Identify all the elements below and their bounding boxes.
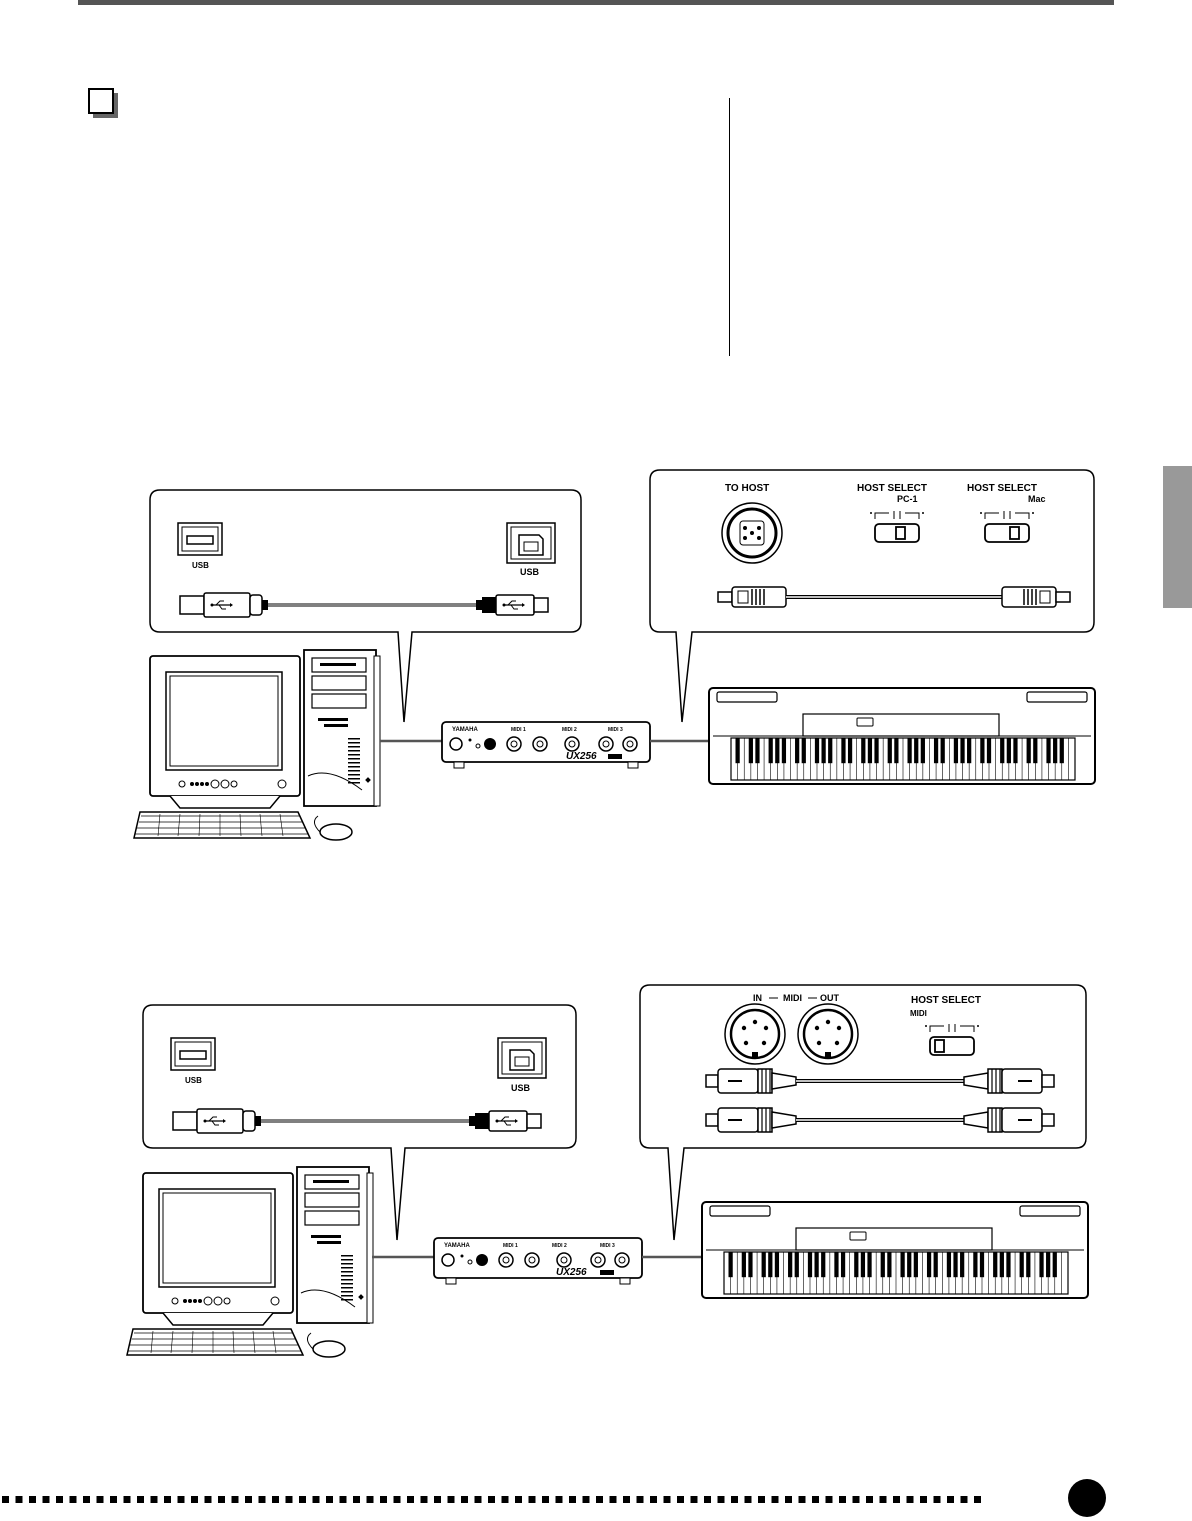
- footer-dotted-line: [2, 1496, 981, 1503]
- side-tab: [1163, 466, 1192, 608]
- diagram-2: USB USB IN MIDI OUT HOST SELECT MIDI YAM…: [126, 984, 1089, 1358]
- yamaha-logo-1: YAMAHA: [452, 727, 478, 733]
- midi1-label-1: MIDI 1: [511, 727, 526, 733]
- computer-1: [133, 649, 381, 841]
- host-select-label-1: HOST SELECT: [857, 483, 927, 494]
- mac-label: Mac: [1028, 494, 1046, 504]
- midi-out-label: OUT: [820, 993, 840, 1003]
- to-host-label: TO HOST: [725, 483, 769, 494]
- usb-a-port-2: [170, 1037, 216, 1071]
- ux256-label-1: UX256: [566, 751, 597, 762]
- usb-b-port-2: [497, 1037, 547, 1079]
- usb-a-label-2: USB: [185, 1076, 202, 1085]
- midi-out-jack: [796, 1002, 860, 1066]
- host-select-label-3: HOST SELECT: [911, 995, 981, 1006]
- column-divider: [729, 98, 730, 356]
- yamaha-logo-2: YAMAHA: [444, 1243, 470, 1249]
- host-select-label-2: HOST SELECT: [967, 483, 1037, 494]
- usb-b-label-2: USB: [511, 1083, 531, 1093]
- midi1-label-2: MIDI 1: [503, 1243, 518, 1249]
- digital-piano-1: [708, 687, 1096, 785]
- midi2-label-1: MIDI 2: [562, 727, 577, 733]
- usb-a-label: USB: [192, 561, 209, 570]
- midi-in-jack: [723, 1002, 787, 1066]
- pc1-label: PC-1: [897, 494, 918, 504]
- midi-label: MIDI: [783, 993, 802, 1003]
- usb-b-port: [506, 522, 556, 564]
- usb-a-port: [177, 522, 223, 556]
- digital-piano-2: [701, 1201, 1089, 1299]
- ux256-label-2: UX256: [556, 1267, 587, 1278]
- diagram-1: USB USB TO HOST HOST SELECT PC-1 HOST SE…: [133, 469, 1096, 841]
- midi3-label-1: MIDI 3: [608, 727, 623, 733]
- midi-switch-label: MIDI: [910, 1009, 927, 1018]
- page-number-circle: [1068, 1479, 1106, 1517]
- piano-keys-1: [735, 738, 1069, 780]
- usb-b-label: USB: [520, 567, 540, 577]
- piano-keys-2: [728, 1252, 1062, 1294]
- checkbox-icon: [88, 88, 120, 120]
- midi-in-label: IN: [753, 993, 762, 1003]
- top-rule: [78, 0, 1114, 5]
- computer-2: [126, 1166, 374, 1358]
- midi3-label-2: MIDI 3: [600, 1243, 615, 1249]
- midi2-label-2: MIDI 2: [552, 1243, 567, 1249]
